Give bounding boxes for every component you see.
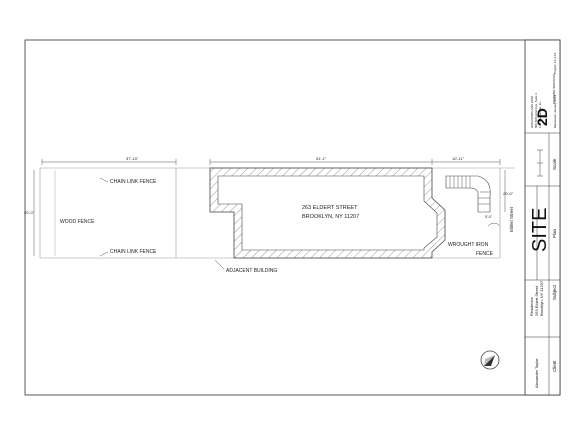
dim-stair-offset: 5'-0"	[485, 215, 493, 219]
front-stair	[445, 175, 491, 213]
company-line3: Fort Lauderdale, FL	[538, 101, 542, 128]
label-chain-link-bottom: CHAIN LINK FENCE	[110, 249, 157, 255]
sheet-title: SITE	[529, 208, 551, 252]
label-wrought-iron-line1: WROUGHT IRON	[448, 242, 489, 248]
company-line1: 2DFLOORPLANS.COM	[530, 96, 534, 128]
subject-line3: Brooklyn, NY 11207	[539, 280, 544, 316]
scale-bar	[537, 149, 543, 177]
building-interior	[217, 175, 438, 251]
brand-logo: 2D	[534, 108, 550, 126]
brand-subtitle: DRAWING SERVICES	[552, 74, 556, 104]
street-name-label: Eldert Street	[509, 206, 514, 232]
dim-left-depth: 20'-0"	[24, 210, 35, 215]
dim-middle-width: 51'-1"	[316, 156, 327, 161]
dim-right-depth: 20'-0"	[503, 191, 514, 196]
subject-label: Subject	[552, 284, 557, 300]
north-arrow-icon	[480, 350, 500, 370]
client-name: Alexander Taylor	[534, 358, 539, 388]
dim-left-width: 37'-10"	[126, 156, 139, 161]
label-adjacent-building: ADJACENT BUILDING	[226, 268, 277, 274]
plan-drawing: 37'-10" 51'-1" 10'-11" 20'-0" 20'-0" 5'-…	[24, 156, 515, 274]
subject-line2: 263 Eldert Street	[534, 285, 539, 316]
building-address-line2: BROOKLYN, NY 11207	[302, 214, 359, 220]
measured-date: Measured: January 2013	[553, 94, 557, 128]
label-wood-fence: WOOD FENCE	[60, 219, 95, 225]
sheet-kind: Plan	[552, 228, 557, 238]
label-chain-link-top: CHAIN LINK FENCE	[110, 179, 157, 185]
label-wrought-iron-line2: FENCE	[476, 251, 494, 257]
title-block: 2D DRAWING SERVICES 2DFLOORPLANS.COM 800…	[524, 39, 561, 396]
dimension-lines	[33, 159, 506, 256]
gate-swing	[487, 222, 501, 227]
scale-label: Scale	[552, 158, 557, 170]
project-number: Project: 12-3-16	[553, 52, 557, 74]
dim-right-width: 10'-11"	[452, 156, 465, 161]
company-line2: 800 NW 22nd Ave, Suite 1	[534, 93, 538, 128]
subject-line1: Residence	[529, 296, 534, 316]
building-address-line1: 263 ELDERT STREET	[302, 205, 358, 211]
client-label: Client	[552, 360, 557, 372]
